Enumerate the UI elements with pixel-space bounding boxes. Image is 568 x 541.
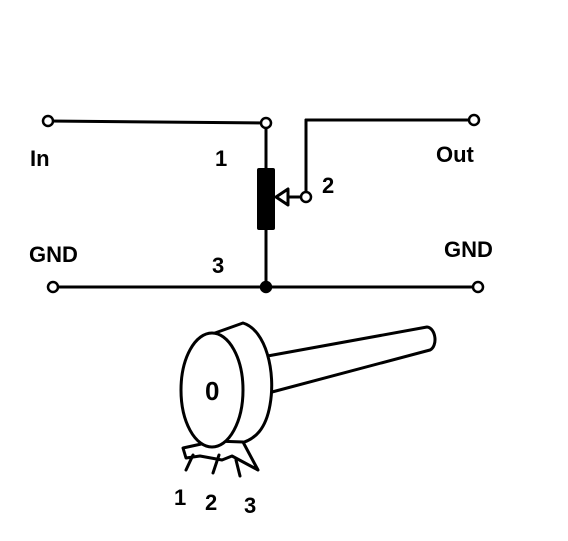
- input-terminal[interactable]: [41, 114, 55, 128]
- pin1-label: 1: [215, 146, 227, 171]
- schematic: In Out GND GND 1 2 3: [29, 113, 493, 294]
- output-label: Out: [436, 142, 475, 167]
- pin2-label: 2: [322, 173, 334, 198]
- potentiometer-illustration: 0 1 2 3: [174, 321, 437, 518]
- pin1-lead: [184, 453, 195, 472]
- wiper-terminal[interactable]: [299, 190, 313, 204]
- pin3-junction: [259, 280, 273, 294]
- pin1-junction: [259, 116, 273, 130]
- potentiometer-pin1-label: 1: [174, 485, 186, 510]
- potentiometer-body-front: [179, 331, 245, 449]
- resistor-body: [257, 168, 275, 230]
- potentiometer-shaft: [260, 325, 437, 394]
- gnd-left-label: GND: [29, 242, 78, 267]
- gnd-right-label: GND: [444, 237, 493, 262]
- input-wire: [46, 119, 268, 125]
- dial-label: 0: [205, 376, 219, 406]
- gnd-right-terminal[interactable]: [471, 280, 485, 294]
- potentiometer-pin3-label: 3: [244, 493, 256, 518]
- pin3-label: 3: [212, 253, 224, 278]
- pin2-lead: [211, 453, 221, 475]
- output-terminal[interactable]: [467, 113, 481, 127]
- gnd-left-terminal[interactable]: [46, 280, 60, 294]
- wiper-arrow-icon: [274, 187, 290, 207]
- potentiometer-pin2-label: 2: [205, 490, 217, 515]
- pin3-lead: [234, 458, 242, 478]
- input-label: In: [30, 146, 50, 171]
